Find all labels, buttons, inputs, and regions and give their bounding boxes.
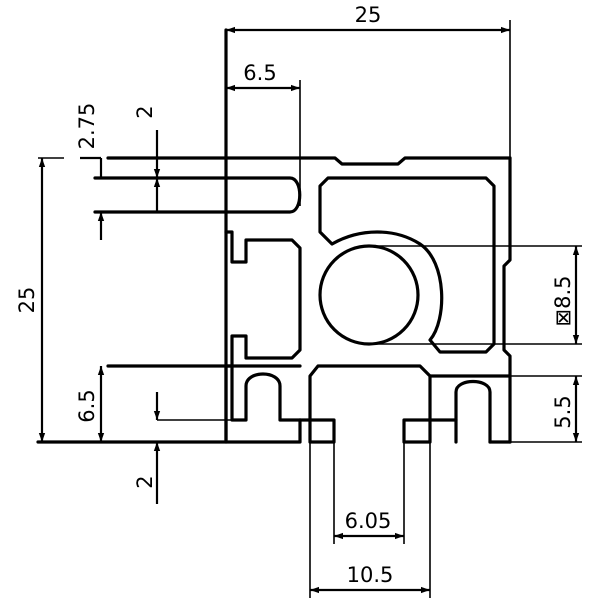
- dim-top-slot-depth-label: 2.75: [75, 103, 99, 150]
- dim-top-slot-width-label: 6.5: [243, 61, 276, 85]
- bottom-right-slot: [428, 379, 492, 444]
- bottom-tslot: [298, 364, 432, 444]
- dim-bottom-outer: 10.5: [309, 442, 431, 598]
- left-tslot: [224, 230, 302, 368]
- bottom-left-slot: [230, 364, 302, 422]
- bottom-left-wall: [224, 364, 302, 444]
- bore-symbol: ⊠: [551, 309, 575, 327]
- dim-top-lip: 2: [133, 105, 161, 212]
- dim-bottom-inner-label: 6.05: [345, 509, 392, 533]
- bore-circle: [318, 244, 420, 346]
- dim-overall-height-label: 25: [15, 287, 39, 314]
- dim-bottom-outer-label: 10.5: [347, 563, 394, 587]
- dim-bottom-lip-label: 2: [133, 475, 157, 488]
- dim-bore-diameter-label: ⊠8.5: [551, 275, 575, 326]
- dim-bottom-lip: 2: [133, 392, 232, 504]
- dim-overall-height: 25: [15, 157, 64, 442]
- dim-bore-diameter: ⊠8.5: [369, 245, 582, 345]
- left-slot-top: [93, 176, 302, 214]
- dim-left-slot-height: 6.5: [75, 366, 105, 442]
- dim-overall-width-label: 25: [355, 3, 382, 27]
- dim-right-slot-depth-label: 5.5: [551, 395, 575, 428]
- bore-value: 8.5: [551, 275, 575, 308]
- dim-bottom-inner: 6.05: [333, 442, 405, 544]
- dim-top-lip-label: 2: [133, 105, 157, 118]
- profile-outline: [36, 28, 512, 444]
- dim-top-slot-width: 6.5: [226, 61, 301, 206]
- dim-top-slot-depth: 2.75: [75, 103, 226, 240]
- top-edge: [106, 156, 512, 166]
- dim-right-slot-depth: 5.5: [510, 375, 582, 443]
- dim-overall-width: 25: [226, 3, 511, 158]
- dim-left-slot-height-label: 6.5: [75, 389, 99, 422]
- right-edge: [502, 156, 512, 444]
